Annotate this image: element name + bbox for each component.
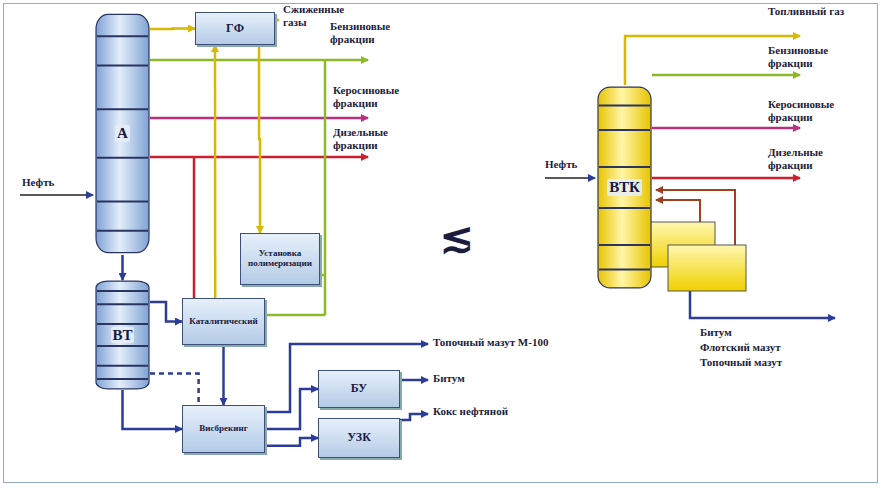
node-text: БУ bbox=[349, 382, 369, 395]
node-text: ГФ bbox=[224, 22, 246, 35]
node-text: Установка полимеризации bbox=[241, 249, 319, 269]
process-box: БУ bbox=[318, 370, 400, 408]
flow-connector bbox=[214, 45, 217, 298]
column: ВТК bbox=[597, 85, 652, 290]
product-label: Нефть bbox=[22, 176, 82, 189]
node-text: УЗК bbox=[345, 431, 373, 444]
flow-connector bbox=[150, 374, 199, 406]
product-label: Бензиновые фракции bbox=[768, 44, 863, 69]
product-label: Топочный мазут М-100 bbox=[433, 336, 603, 349]
product-label: Дизельные фракции bbox=[333, 126, 425, 151]
flow-connector bbox=[123, 390, 183, 429]
flow-connector bbox=[150, 27, 195, 30]
node-text: Каталитический bbox=[187, 317, 259, 327]
node-text: ВТ bbox=[111, 327, 135, 344]
product-label: Флотский мазут bbox=[700, 341, 850, 354]
product-label: Бензиновые фракции bbox=[330, 20, 420, 45]
product-label: Керосиновые фракции bbox=[768, 98, 863, 123]
process-box: Каталитический bbox=[182, 298, 265, 345]
atmospheric-column: А bbox=[95, 12, 150, 255]
flow-connector bbox=[259, 45, 260, 233]
product-label: Битум bbox=[700, 326, 850, 339]
node-text: Висбрекинг bbox=[197, 424, 249, 434]
flow-connector bbox=[222, 345, 225, 405]
process-box: ГФ bbox=[195, 12, 275, 45]
flow-connector bbox=[150, 302, 182, 322]
comparison-sign: ≲ bbox=[440, 218, 490, 258]
flow-connector bbox=[121, 255, 124, 280]
vacuum-column: ВТ bbox=[95, 280, 150, 390]
product-label: Кокс нефтяной bbox=[433, 405, 553, 418]
flow-connector bbox=[265, 438, 318, 446]
node-text: ВТК bbox=[607, 179, 642, 196]
node-text: А bbox=[115, 125, 130, 142]
flow-connector bbox=[265, 389, 318, 429]
product-label: Топливный газ bbox=[768, 5, 848, 18]
process-box: Установка полимеризации bbox=[240, 233, 320, 285]
product-label: Топочный мазут bbox=[700, 356, 850, 369]
product-label: Керосиновые фракции bbox=[333, 84, 425, 109]
process-box: УЗК bbox=[318, 418, 400, 458]
product-label: Дизельные фракции bbox=[768, 146, 863, 171]
product-label: Нефть bbox=[545, 158, 595, 171]
product-label: Битум bbox=[433, 372, 503, 385]
process-box: Висбрекинг bbox=[182, 405, 265, 453]
